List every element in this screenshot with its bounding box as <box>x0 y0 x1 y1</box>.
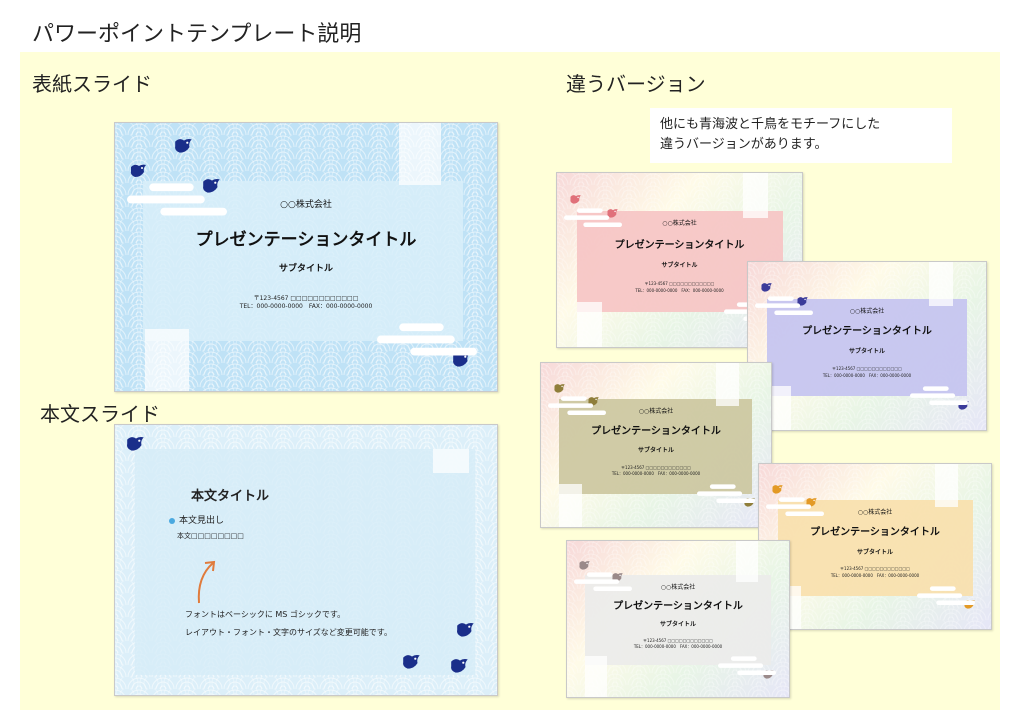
bird-icon <box>569 194 583 205</box>
stripe-rect-top <box>736 541 758 582</box>
variant-subtitle: サブタイトル <box>848 348 885 355</box>
stripe-rect-bottom <box>559 484 582 527</box>
variants-note-line-1: 他にも青海波と千鳥をモチーフにした <box>660 117 881 132</box>
variants-note-line-2: 違うバージョンがあります。 <box>660 137 828 152</box>
variant-slide[interactable]: ○○株式会社 プレゼンテーションタイトル サブタイトル 〒123-4567 □□… <box>747 261 987 431</box>
variants-note: 他にも青海波と千鳥をモチーフにした 違うバージョンがあります。 <box>650 108 952 163</box>
variants-label: 違うバージョン <box>566 72 706 96</box>
variant-title: プレゼンテーションタイトル <box>810 527 940 538</box>
bird-icon <box>173 137 195 155</box>
cloud-icon <box>697 484 755 504</box>
variant-subtitle: サブタイトル <box>856 549 893 556</box>
page-title: パワーポイントテンプレート説明 <box>32 22 362 47</box>
cloud-icon <box>917 586 975 606</box>
arrow-icon <box>197 560 216 604</box>
variant-company: ○○株式会社 <box>849 308 885 315</box>
bird-icon <box>125 435 147 453</box>
body-note-line-2: レイアウト・フォント・文字のサイズなど変更可能です。 <box>185 628 392 637</box>
variant-address: 〒123-4567 □□□□□□□□□□□□ <box>840 566 910 571</box>
body-text: 本文□□□□□□□□ <box>177 532 244 540</box>
variant-address: 〒123-4567 □□□□□□□□□□□□ <box>643 638 713 643</box>
stripe-rect-top <box>433 449 469 473</box>
cover-contact: TEL：000-0000-0000 FAX：000-0000-0000 <box>239 303 373 310</box>
body-slide[interactable]: 本文タイトル 本文見出し 本文□□□□□□□□ フォントはベーシックに MS ゴ… <box>114 424 498 696</box>
cover-inner-panel <box>143 181 463 341</box>
variant-title: プレゼンテーションタイトル <box>802 326 932 337</box>
variant-company: ○○株式会社 <box>662 220 697 227</box>
cover-title: プレゼンテーションタイトル <box>195 230 417 250</box>
bird-icon <box>553 383 567 394</box>
variant-contact: TEL：000-0000-0000 FAX：000-0000-0000 <box>633 644 723 649</box>
variant-address: 〒123-4567 □□□□□□□□□□□□ <box>644 281 715 286</box>
cover-slide-label: 表紙スライド <box>32 72 152 96</box>
stripe-rect-top <box>716 363 739 406</box>
bird-icon <box>760 282 774 293</box>
bird-icon <box>771 484 785 495</box>
variant-inner-panel <box>767 299 967 396</box>
variant-address: 〒123-4567 □□□□□□□□□□□□ <box>621 465 691 470</box>
stripe-rect-bottom <box>585 656 607 697</box>
stripe-rect-top <box>399 123 441 185</box>
body-note-line-1: フォントはベーシックに MS ゴシックです。 <box>185 610 346 619</box>
variant-contact: TEL：000-0000-0000 FAX：000-0000-0000 <box>830 573 920 578</box>
stripe-rect-top <box>929 262 953 306</box>
variant-address: 〒123-4567 □□□□□□□□□□□□ <box>832 366 902 371</box>
variant-subtitle: サブタイトル <box>659 621 696 628</box>
cover-slide[interactable]: ○○株式会社 プレゼンテーションタイトル サブタイトル 〒123-4567 □□… <box>114 122 498 392</box>
body-bullet: 本文見出し <box>179 516 225 526</box>
cover-company: ○○株式会社 <box>280 200 332 210</box>
variant-contact: TEL：000-0000-0000 FAX：000-0000-0000 <box>822 373 912 378</box>
body-inner-panel <box>135 449 475 675</box>
variant-company: ○○株式会社 <box>660 584 696 591</box>
bird-icon <box>129 163 149 179</box>
variant-slide[interactable]: ○○株式会社 プレゼンテーションタイトル サブタイトル 〒123-4567 □□… <box>566 540 790 698</box>
variant-title: プレゼンテーションタイトル <box>591 426 721 437</box>
body-heading: 本文タイトル <box>191 489 270 504</box>
variant-company: ○○株式会社 <box>857 509 893 516</box>
stripe-rect-top <box>935 464 958 507</box>
cloud-icon <box>377 323 477 357</box>
variant-title: プレゼンテーションタイトル <box>614 240 745 251</box>
body-slide-label: 本文スライド <box>40 402 160 426</box>
variant-subtitle: サブタイトル <box>637 447 674 454</box>
variant-slide[interactable]: ○○株式会社 プレゼンテーションタイトル サブタイトル 〒123-4567 □□… <box>540 362 772 528</box>
cover-address: 〒123-4567 □□□□□□□□□□□□ <box>253 295 359 302</box>
bird-icon <box>578 560 592 571</box>
cover-subtitle: サブタイトル <box>278 264 333 274</box>
stripe-rect-bottom <box>145 329 189 391</box>
variant-slide[interactable]: ○○株式会社 プレゼンテーションタイトル サブタイトル 〒123-4567 □□… <box>556 172 803 348</box>
bird-icon <box>449 657 471 675</box>
variant-subtitle: サブタイトル <box>661 262 698 269</box>
stripe-rect-bottom <box>577 302 602 347</box>
variant-contact: TEL：000-0000-0000 FAX：000-0000-0000 <box>611 471 701 476</box>
variant-title: プレゼンテーションタイトル <box>613 601 743 612</box>
stripe-rect-top <box>743 173 768 218</box>
variant-slide[interactable]: ○○株式会社 プレゼンテーションタイトル サブタイトル 〒123-4567 □□… <box>758 463 992 630</box>
cloud-icon <box>718 656 776 676</box>
variant-contact: TEL：000-0000-0000 FAX：000-0000-0000 <box>635 288 724 293</box>
cloud-icon <box>910 386 968 406</box>
bird-icon <box>401 653 423 671</box>
bullet-icon <box>169 518 175 524</box>
variant-company: ○○株式会社 <box>638 408 674 415</box>
bird-icon <box>455 621 477 639</box>
